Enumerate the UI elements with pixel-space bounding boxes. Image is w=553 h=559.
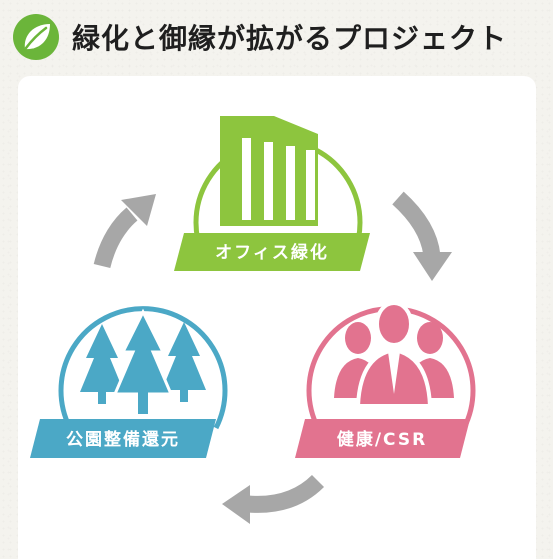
health-label: 健康/CSR	[337, 429, 427, 450]
health-label-banner	[295, 419, 470, 458]
park-label: 公園整備還元	[66, 429, 180, 450]
cycle-diagram: オフィス緑化 健康/CSR	[30, 116, 476, 524]
arrow-health-to-park	[222, 474, 325, 524]
park-label-banner	[30, 419, 216, 458]
diagram-card: オフィス緑化 健康/CSR	[18, 76, 536, 559]
header: 緑化と御縁が拡がるプロジェクト	[12, 10, 507, 64]
trees-icon	[80, 308, 206, 414]
office-label-banner	[174, 233, 370, 271]
arrow-office-to-health	[392, 191, 452, 281]
node-office: オフィス緑化	[174, 116, 370, 271]
building-icon	[220, 116, 318, 226]
node-park: 公園整備還元	[30, 306, 228, 458]
office-label: オフィス緑化	[215, 242, 329, 263]
node-health: 健康/CSR	[295, 301, 476, 458]
page-title: 緑化と御縁が拡がるプロジェクト	[72, 22, 508, 55]
people-icon	[334, 301, 454, 408]
arrow-park-to-office	[93, 194, 156, 269]
leaf-icon	[13, 14, 59, 60]
